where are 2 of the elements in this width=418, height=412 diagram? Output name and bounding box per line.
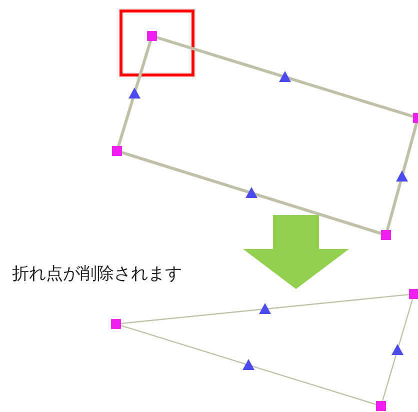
caption-text: 折れ点が削除されます [12, 263, 182, 285]
block-arrow [243, 215, 349, 289]
